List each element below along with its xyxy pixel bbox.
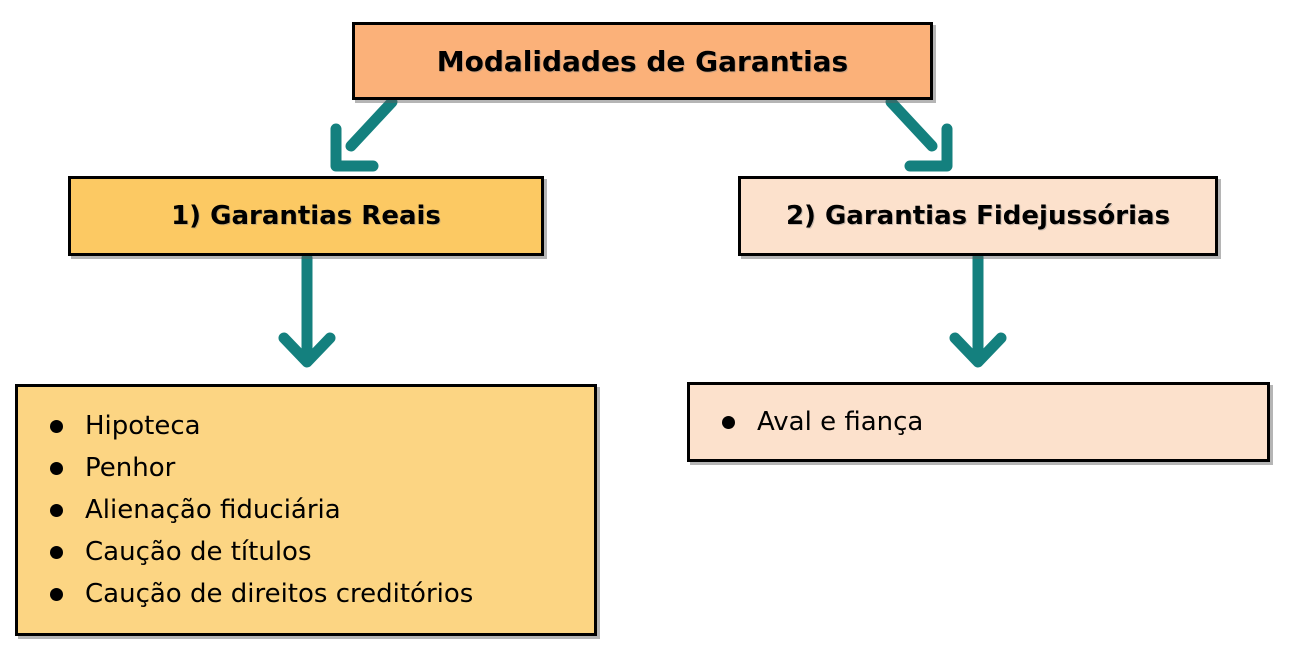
list-item-label: Caução de direitos creditórios: [85, 579, 474, 609]
list-item: Aval e fiança: [722, 401, 1257, 443]
list-item-label: Alienação fiduciária: [85, 495, 341, 525]
list-item: Hipoteca: [50, 405, 584, 447]
garantias-fidejussorias-list-box: Aval e fiança: [687, 382, 1270, 462]
bullet-icon: [50, 461, 63, 475]
arrow-fidejussorias-to-list: [949, 251, 1007, 368]
bullet-icon: [722, 415, 735, 429]
garantias-fidejussorias-header-box: 2) Garantias Fidejussórias: [738, 176, 1218, 256]
garantias-reais-header: 1) Garantias Reais: [171, 201, 441, 231]
diagram-title: Modalidades de Garantias: [436, 44, 849, 78]
arrow-down-head-icon: [278, 332, 336, 368]
arrow-shaft: [345, 96, 398, 152]
bullet-icon: [50, 419, 63, 433]
list-item-label: Aval e fiança: [757, 407, 924, 437]
bullet-icon: [50, 545, 63, 559]
list-item: Caução de direitos creditórios: [50, 573, 584, 615]
arrow-title-to-reais: [330, 96, 398, 172]
arrow-title-to-fidejussorias: [885, 96, 953, 172]
garantias-reais-header-box: 1) Garantias Reais: [68, 176, 544, 256]
bullet-icon: [50, 503, 63, 517]
arrow-down-right-head-icon: [904, 123, 953, 172]
list-item: Penhor: [50, 447, 584, 489]
arrow-down-head-icon: [949, 332, 1007, 368]
garantias-fidejussorias-header: 2) Garantias Fidejussórias: [785, 201, 1171, 231]
list-item: Alienação fiduciária: [50, 489, 584, 531]
arrow-reais-to-list: [278, 252, 336, 368]
list-item: Caução de títulos: [50, 531, 584, 573]
bullet-icon: [50, 587, 63, 601]
list-item-label: Caução de títulos: [85, 537, 312, 567]
title-box: Modalidades de Garantias: [352, 22, 933, 100]
list-item-label: Hipoteca: [85, 411, 201, 441]
garantias-reais-list-box: Hipoteca Penhor Alienação fiduciária Cau…: [15, 384, 597, 636]
arrow-down-left-head-icon: [330, 123, 379, 172]
arrow-shaft: [885, 96, 938, 152]
list-item-label: Penhor: [85, 453, 176, 483]
